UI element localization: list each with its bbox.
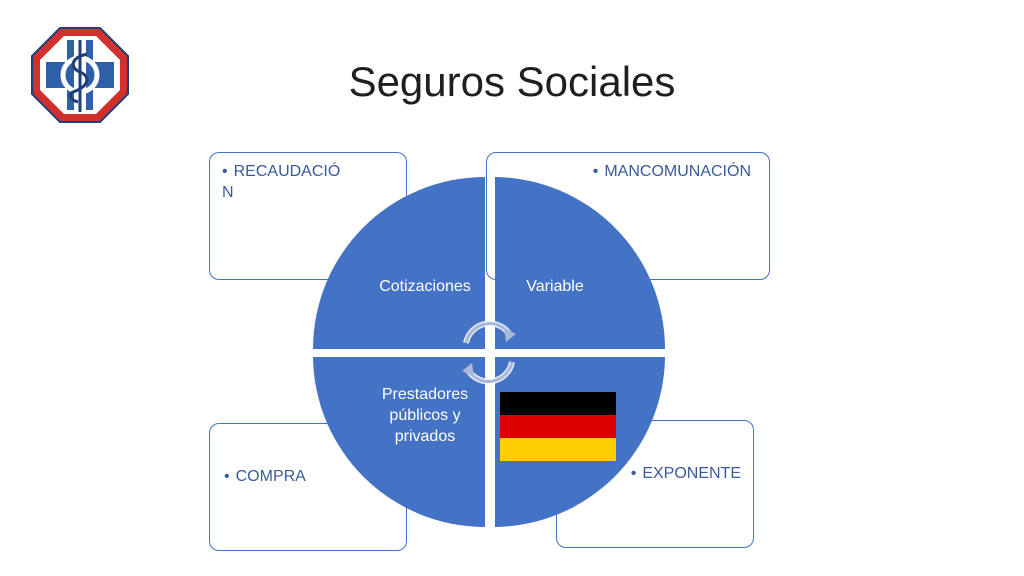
variable-label: Variable (526, 278, 584, 295)
page-title: Seguros Sociales (348, 58, 676, 105)
quadrant-top-right (495, 177, 665, 349)
cycle-arrows-icon-inner (462, 322, 516, 383)
cotizaciones-label: Cotizaciones (379, 278, 471, 295)
prestadores-label: Prestadores públicos y privados (381, 386, 469, 445)
quadrant-bottom-left (313, 357, 485, 527)
compra-label: COMPRA (224, 466, 306, 487)
caduceus-cross-logo-icon (31, 27, 129, 123)
germany-flag-icon (500, 392, 616, 461)
exponente-label: EXPONENTE (631, 463, 741, 484)
recaudacion-label: RECAUDACIÓ N (222, 161, 352, 203)
quadrant-top-left (313, 177, 485, 349)
mancomunacion-label: MANCOMUNACIÓN (593, 161, 751, 182)
